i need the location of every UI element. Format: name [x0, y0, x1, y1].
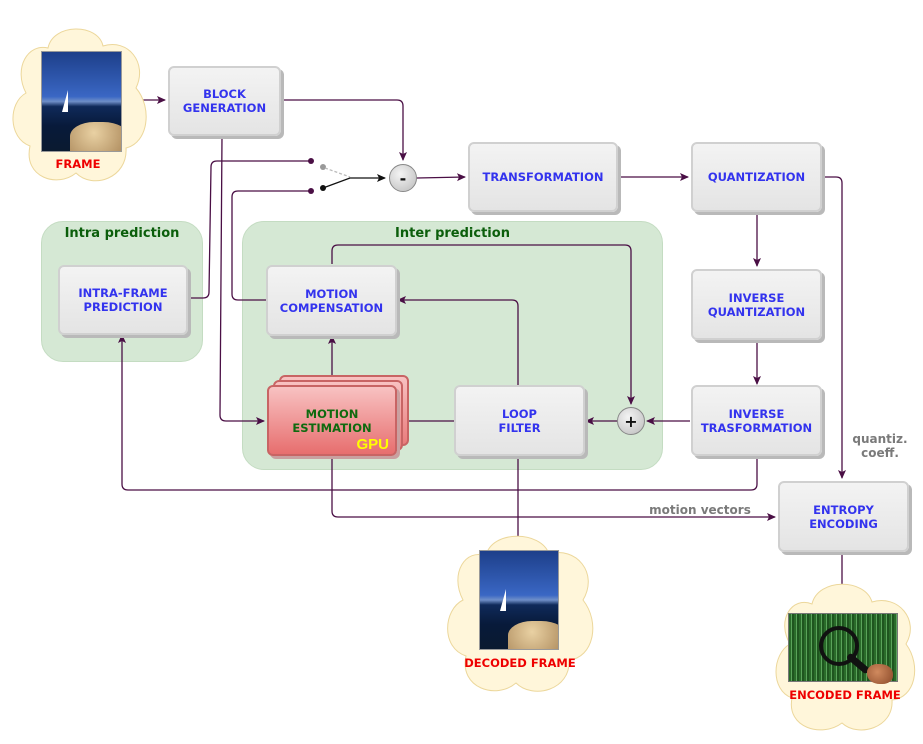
node-label: MOTION — [305, 406, 359, 421]
edge-subtract-to-transform — [416, 173, 466, 182]
edge-label-line: coeff. — [861, 446, 899, 460]
edge-me-to-entropy — [331, 456, 776, 521]
edge-mc-to-add — [331, 244, 635, 405]
decoded-frame-image — [479, 550, 559, 650]
edge-loopfilter-to-mc — [397, 296, 519, 385]
node-label: COMPENSATION — [279, 300, 384, 315]
edge-intra-to-switch — [190, 160, 311, 299]
decoded-frame-label: DECODED FRAME — [464, 656, 576, 670]
frame-cloud: FRAME — [8, 18, 148, 193]
node-label: FILTER — [498, 420, 541, 435]
node-label: INVERSE — [728, 290, 785, 305]
encoded-frame-label: ENCODED FRAME — [789, 688, 901, 702]
intra-prediction-title: Intra prediction — [64, 226, 180, 241]
plus-icon: + — [624, 411, 638, 431]
node-label: GENERATION — [182, 101, 267, 115]
prediction-switch — [308, 158, 386, 194]
node-label: MOTION — [305, 286, 358, 301]
node-label: PREDICTION — [83, 300, 163, 314]
add-operator: + — [617, 407, 645, 435]
edge-block-to-me — [219, 135, 265, 425]
node-label: TRANSFORMATION — [482, 170, 604, 184]
quantization-node[interactable]: QUANTIZATION — [691, 142, 822, 212]
transformation-node[interactable]: TRANSFORMATION — [468, 142, 618, 212]
node-label: QUANTIZATION — [707, 304, 806, 319]
node-label: TRASFORMATION — [700, 420, 813, 435]
motion-vectors-label: motion vectors — [649, 503, 751, 517]
node-label: INTRA-FRAME — [78, 286, 168, 300]
edge-label-line: quantiz. — [852, 432, 908, 446]
frame-label: FRAME — [55, 157, 101, 171]
node-label: LOOP — [502, 406, 537, 421]
gpu-badge: GPU — [356, 436, 389, 453]
edge-invtrans-to-intra — [118, 334, 758, 491]
quantized-coefficients-label: quantiz. coeff. — [842, 432, 918, 460]
subtract-operator: - — [389, 164, 417, 192]
node-label: ENCODING — [809, 516, 878, 531]
node-label: BLOCK — [203, 87, 246, 101]
node-label: INVERSE — [728, 406, 785, 421]
minus-icon: - — [399, 168, 407, 188]
frame-image — [41, 51, 122, 152]
edge-quant-to-entropy — [822, 176, 846, 479]
edge-mc-to-switch — [231, 190, 311, 301]
edge-block-to-subtract — [281, 99, 407, 161]
encoded-frame-cloud: ENCODED FRAME — [770, 578, 920, 738]
node-label: QUANTIZATION — [707, 170, 806, 184]
encoded-frame-image — [788, 613, 898, 684]
node-label: ENTROPY — [813, 502, 874, 517]
inter-prediction-title: Inter prediction — [395, 226, 510, 241]
node-label: ESTIMATION — [292, 420, 372, 435]
decoded-frame-cloud: DECODED FRAME — [441, 528, 599, 700]
